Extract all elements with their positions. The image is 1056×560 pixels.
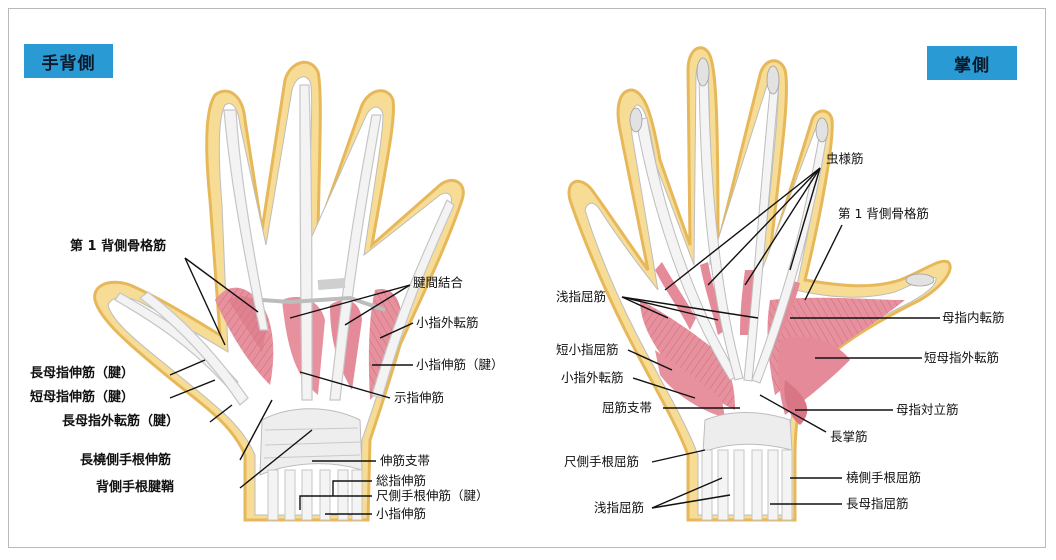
label-abd-digiti-minimi-back: 小指外転筋 <box>416 315 479 330</box>
opponens <box>784 380 808 425</box>
label-lumbricals: 虫様筋 <box>826 151 864 166</box>
dorsal-muscle-hypothenar <box>368 289 402 400</box>
label-opponens-pollicis: 母指対立筋 <box>896 402 959 417</box>
label-palmaris-longus: 長掌筋 <box>830 429 868 444</box>
label-dorsal-interossei-palm: 第 1 背側骨格筋 <box>838 206 929 221</box>
panel-title-palmar: 掌側 <box>927 46 1017 80</box>
label-flexor-retinaculum: 屈筋支帯 <box>602 400 653 415</box>
label-adductor-pollicis: 母指内転筋 <box>942 310 1005 325</box>
label-ext-carpi-radialis-longus: 長橈側手根伸筋 <box>80 453 172 468</box>
palmar-hand <box>567 46 952 522</box>
label-ext-digiti-minimi-tendon: 小指伸筋（腱） <box>416 357 504 372</box>
hypothenar <box>640 300 735 410</box>
panel-title-dorsal: 手背側 <box>24 44 113 78</box>
dorsal-hand <box>93 60 465 522</box>
label-flex-carpi-ulnaris: 尺側手根屈筋 <box>564 454 640 469</box>
label-flex-digiti-minimi-brevis: 短小指屈筋 <box>556 342 619 357</box>
label-ext-digiti-minimi: 小指伸筋 <box>376 506 427 521</box>
label-ext-retinaculum: 伸筋支帯 <box>380 453 431 468</box>
label-ext-carpi-ulnaris-tendon: 尺側手根伸筋（腱） <box>376 488 489 503</box>
label-ext-pollicis-longus: 長母指伸筋（腱） <box>30 366 135 381</box>
label-flex-carpi-radialis: 橈側手根屈筋 <box>846 470 922 485</box>
label-flex-digitorum-superficialis-top: 浅指屈筋 <box>556 289 607 304</box>
label-ext-digitorum: 総指伸筋 <box>376 473 427 488</box>
label-ext-indicis: 示指伸筋 <box>394 390 445 405</box>
label-ext-pollicis-brevis: 短母指伸筋（腱） <box>30 390 135 405</box>
label-flex-pollicis-longus: 長母指屈筋 <box>846 496 909 511</box>
label-abd-pollicis-longus: 長母指外転筋（腱） <box>62 414 180 429</box>
label-dorsal-carpal-sheath: 背側手根腱鞘 <box>96 480 175 495</box>
label-dorsal-interossei: 第 1 背側骨格筋 <box>70 239 167 254</box>
figure-frame <box>8 8 1046 548</box>
label-juncturae-tendinum: 腱間結合 <box>413 275 464 290</box>
leader-lines <box>169 167 940 515</box>
label-flex-digitorum-superficialis-bottom: 浅指屈筋 <box>594 500 645 515</box>
label-abd-digiti-minimi-palm: 小指外転筋 <box>561 370 624 385</box>
label-abd-pollicis-brevis: 短母指外転筋 <box>924 350 1000 365</box>
